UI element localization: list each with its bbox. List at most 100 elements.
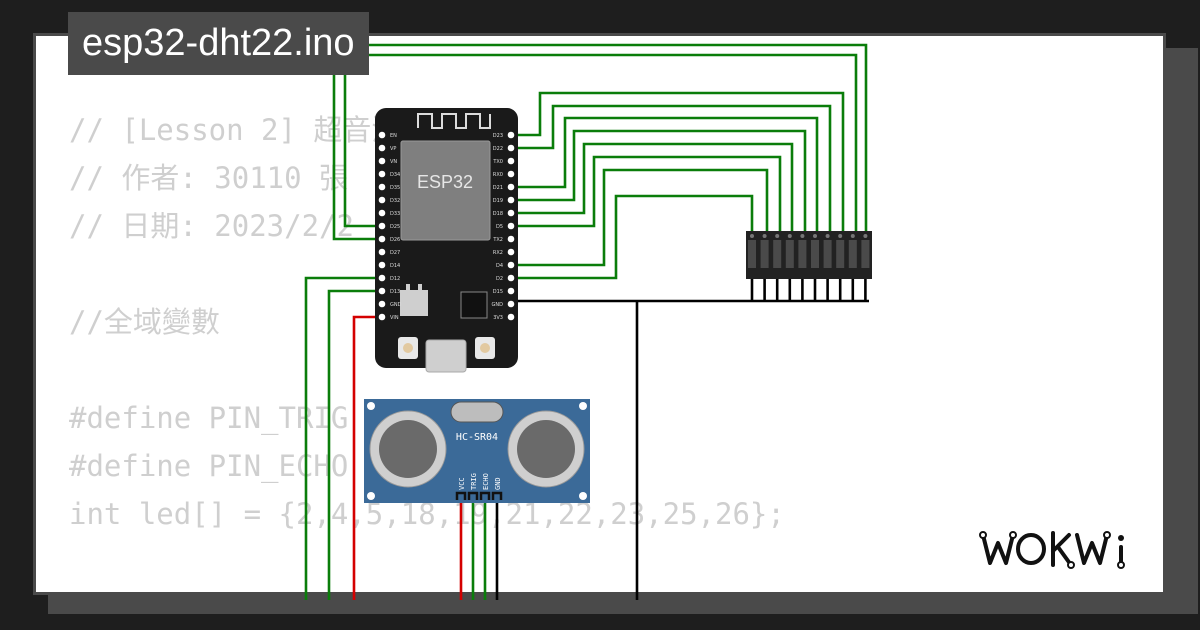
esp32-pin-label: D18 [493,211,503,217]
sensor-pin-trig[interactable] [467,491,479,500]
esp32-pin-vn[interactable] [378,157,386,165]
sensor-label: HC-SR04 [456,432,498,443]
esp32-pin-label: RX0 [493,172,503,178]
esp32-pin-label: VIN [390,315,399,321]
esp32-pin-label: D33 [390,211,400,217]
esp32-pin-d27[interactable] [378,248,386,256]
led-connector[interactable] [748,240,756,268]
esp32-pin-rx2[interactable] [507,248,515,256]
project-filename-tab[interactable]: esp32-dht22.ino [68,12,369,75]
esp32-pin-d12[interactable] [378,274,386,282]
esp32-pin-vin[interactable] [378,313,386,321]
led-connector-pin [775,234,780,238]
esp32-pin-en[interactable] [378,131,386,139]
esp32-pin-label: D5 [496,224,503,230]
led-connector-pin [800,234,805,238]
esp32-pin-d35[interactable] [378,183,386,191]
sensor-pin-echo[interactable] [479,491,491,500]
esp32-pin-tx0[interactable] [507,157,515,165]
antenna-trace-icon [417,113,491,129]
led-connector[interactable] [861,240,870,268]
esp32-pin-gnd[interactable] [507,300,515,308]
code-line: void setup() { [69,586,785,592]
esp32-pin-label: D22 [493,146,503,152]
esp32-pin-d15[interactable] [507,287,515,295]
esp32-pin-label: GND [390,302,402,308]
code-line: //全域變數 [69,305,220,339]
esp32-pin-label: VP [390,146,396,152]
sensor-pin-label: TRIG [470,473,478,490]
sensor-pin-vcc[interactable] [455,491,467,500]
led-connector-pin [787,234,792,238]
led-connector-pin [813,234,817,238]
led-connector[interactable] [823,240,832,268]
esp32-pin-d26[interactable] [378,235,386,243]
sensor-pin-label: VCC [458,477,466,490]
esp32-pin-d32[interactable] [378,196,386,204]
code-line: // 日期: 2023/2/2 [69,209,354,243]
esp32-pin-label: VN [390,159,397,165]
code-line [69,538,785,586]
esp32-pin-gnd[interactable] [378,300,386,308]
esp32-pin-label: D15 [493,289,503,295]
esp32-pin-d4[interactable] [507,261,515,269]
esp32-pin-d18[interactable] [507,209,515,217]
esp32-pin-label: D21 [493,185,503,191]
esp32-pin-label: D4 [496,263,503,269]
led-connector-pin [825,234,830,238]
transducer-left [369,410,447,488]
led-connector[interactable] [773,240,782,268]
led-connector[interactable] [798,240,807,268]
esp32-pin-d5[interactable] [507,222,515,230]
led-connector-pin [750,234,754,238]
esp32-pin-d21[interactable] [507,183,515,191]
led-connector[interactable] [848,240,857,268]
esp32-pin-vp[interactable] [378,144,386,152]
esp32-pin-3v3[interactable] [507,313,515,321]
esp32-board[interactable]: ESP32 ENVPVND34D35D32D33D25D26D27D14D12D… [375,108,518,373]
esp32-pin-tx2[interactable] [507,235,515,243]
esp32-pin-d23[interactable] [507,131,515,139]
esp32-pin-d33[interactable] [378,209,386,217]
esp32-pin-d19[interactable] [507,196,515,204]
esp32-pin-label: D14 [390,263,400,269]
esp32-pin-label: D19 [493,198,503,204]
esp32-pin-label: D27 [390,250,400,256]
esp32-pin-label: D25 [390,224,400,230]
esp32-pin-label: RX2 [493,250,503,256]
esp32-pin-label: D2 [496,276,503,282]
esp32-left-pins: ENVPVND34D35D32D33D25D26D27D14D12D13GNDV… [378,131,402,321]
usb-chip [460,291,488,319]
sensor-pin-label: GND [494,477,502,490]
esp32-pin-label: D13 [390,289,400,295]
esp32-pin-d22[interactable] [507,144,515,152]
esp32-pin-d2[interactable] [507,274,515,282]
esp32-pin-label: 3V3 [493,315,503,321]
esp32-pin-rx0[interactable] [507,170,515,178]
esp32-right-pins: D23D22TX0RX0D21D19D18D5TX2RX2D4D2D15GND3… [492,131,515,321]
esp32-pin-label: D23 [493,133,503,139]
esp32-pin-d25[interactable] [378,222,386,230]
esp32-pin-d34[interactable] [378,170,386,178]
led-connector[interactable] [811,240,819,268]
esp32-pin-label: D32 [390,198,400,204]
esp32-pin-label: D34 [390,172,400,178]
esp32-pin-label: TX0 [492,159,503,165]
esp32-pin-d13[interactable] [378,287,386,295]
led-connector[interactable] [785,240,794,268]
esp32-shield [400,140,491,241]
esp32-pin-label: D26 [390,237,400,243]
esp32-pin-label: D12 [390,276,400,282]
sensor-pin-gnd[interactable] [491,491,503,500]
led-connector[interactable] [836,240,845,268]
led-connector-bank[interactable] [746,231,872,279]
led-connector[interactable] [760,240,769,268]
esp32-pin-label: TX2 [492,237,503,243]
wokwi-logo-icon [979,531,1125,569]
crystal-oscillator [450,401,504,423]
preview-card: // [Lesson 2] 超音波// 作者: 30110 張// 日期: 20… [33,33,1166,595]
esp32-pin-d14[interactable] [378,261,386,269]
led-connector-pin [850,234,855,238]
